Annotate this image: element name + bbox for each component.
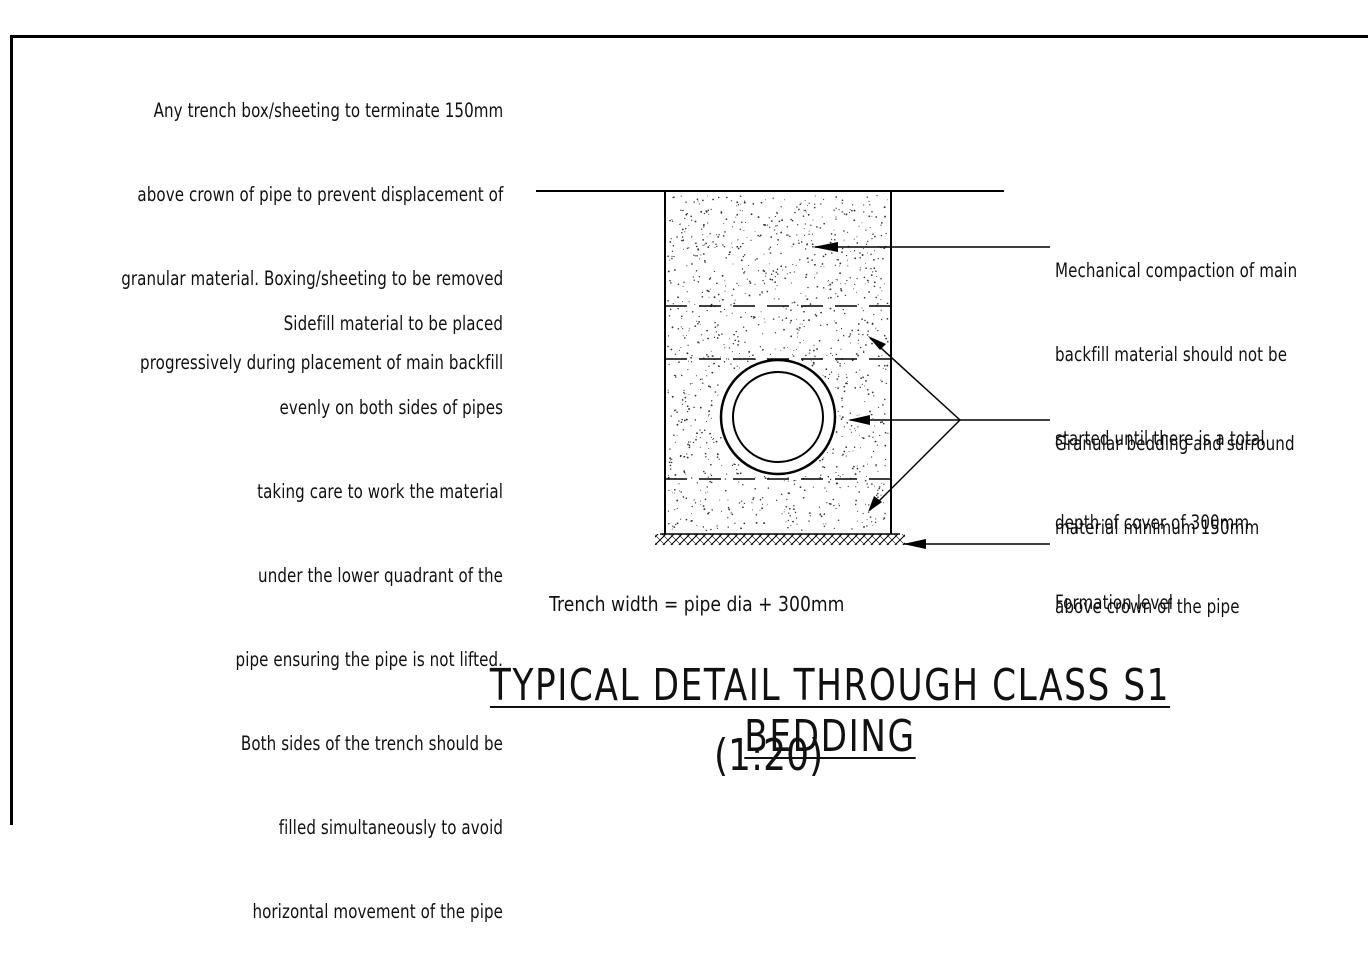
note-line: under the lower quadrant of the <box>257 564 503 587</box>
granular-material-fill <box>667 194 889 532</box>
arrowhead-icon <box>903 539 926 549</box>
note-line: filled simultaneously to avoid <box>278 816 503 839</box>
trench-width-label: Trench width = pipe dia + 300mm <box>549 592 845 616</box>
note-line: Formation level <box>1055 591 1174 614</box>
note-line: taking care to work the material <box>257 480 503 503</box>
note-line: Mechanical compaction of main <box>1055 259 1298 282</box>
note-line: horizontal movement of the pipe <box>252 900 503 923</box>
drawing-scale-text: (1:20) <box>714 730 824 781</box>
drawing-scale: (1:20) <box>0 730 1368 781</box>
formation-hatching <box>655 534 905 545</box>
arrowhead-icon <box>848 415 870 425</box>
note-line: depth of cover of 300mm <box>1055 511 1250 534</box>
note-line: progressively during placement of main b… <box>139 351 504 374</box>
arrowhead-icon <box>868 336 886 350</box>
drawing-title: TYPICAL DETAIL THROUGH CLASS S1 BEDDING <box>330 660 1330 762</box>
note-line: Granular bedding and surround <box>1055 432 1295 455</box>
note-line: started until there is a total <box>1055 427 1265 450</box>
note-line: backfill material should not be <box>1055 343 1288 366</box>
note-line: Any trench box/sheeting to terminate 150… <box>153 99 503 122</box>
trench-section-drawing <box>536 190 1050 549</box>
arrowhead-icon <box>813 242 838 252</box>
drawing-border <box>10 35 1368 825</box>
note-line: above crown of the pipe <box>1055 595 1240 618</box>
note-compaction: Mechanical compaction of main backfill m… <box>1055 201 1297 649</box>
note-line: pipe ensuring the pipe is not lifted. <box>235 648 503 671</box>
note-line: evenly on both sides of pipes <box>279 396 503 419</box>
note-formation-level: Formation level <box>1055 533 1173 645</box>
drawing-title-text: TYPICAL DETAIL THROUGH CLASS S1 BEDDING <box>489 660 1171 762</box>
pipe-inner-wall <box>732 371 824 463</box>
note-line: above crown of pipe to prevent displacem… <box>137 183 503 206</box>
note-line: Both sides of the trench should be <box>240 732 504 755</box>
note-line: granular material. Boxing/sheeting to be… <box>120 267 503 290</box>
note-line: Sidefill material to be placed <box>283 312 503 335</box>
note-granular-bedding: Granular bedding and surround material m… <box>1055 374 1295 570</box>
note-line: material minimum 150mm <box>1055 516 1260 539</box>
arrowhead-icon <box>868 496 882 512</box>
note-trench-box: Any trench box/sheeting to terminate 150… <box>121 41 503 405</box>
